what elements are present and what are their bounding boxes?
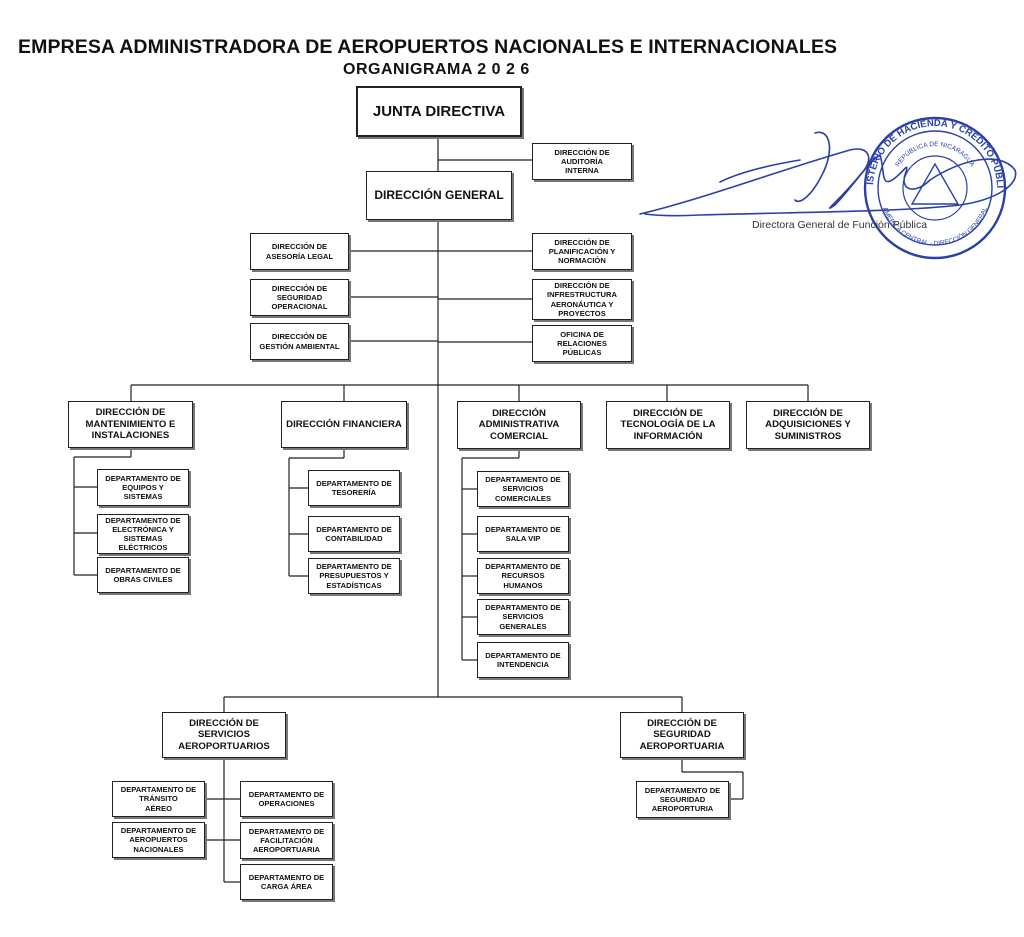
signature-loop-stroke — [719, 131, 831, 202]
box-direccion-general: DIRECCIÓN GENERAL — [366, 171, 512, 220]
box-depto-recursos-humanos: DEPARTAMENTO DE RECURSOS HUMANOS — [477, 558, 569, 594]
seal-inner-ring — [877, 130, 993, 246]
box-direccion-financiera: DIRECCIÓN FINANCIERA — [281, 401, 407, 448]
box-depto-aeropuertos-nacionales: DEPARTAMENTO DE AEROPUERTOS NACIONALES — [112, 822, 205, 858]
box-depto-servicios-generales: DEPARTAMENTO DE SERVICIOS GENERALES — [477, 599, 569, 635]
box-direccion-mantenimiento: DIRECCIÓN DE MANTENIMIENTO E INSTALACION… — [68, 401, 193, 448]
box-direccion-infraestructura: DIRECCIÓN DE INFRESTRUCTURA AERONÁUTICA … — [532, 279, 632, 320]
chart-title: EMPRESA ADMINISTRADORA DE AEROPUERTOS NA… — [18, 36, 838, 58]
box-direccion-seguridad-aeroportuaria: DIRECCIÓN DE SEGURIDAD AEROPORTUARIA — [620, 712, 744, 758]
seal-top-text: MINISTERIO DE HACIENDA Y CRÉDITO PÚBLICO — [0, 0, 1005, 188]
signature-caption: Directora General de Función Pública — [752, 219, 928, 231]
box-depto-transito-aereo: DEPARTAMENTO DE TRÁNSITO AÉREO — [112, 781, 205, 817]
signature-seal-graphic: MINISTERIO DE HACIENDA Y CRÉDITO PÚBLICO… — [0, 0, 1017, 260]
box-depto-carga-aerea: DEPARTAMENTO DE CARGA ÁREA — [240, 864, 333, 900]
box-direccion-adquisiciones: DIRECCIÓN DE ADQUISICIONES Y SUMINISTROS — [746, 401, 870, 449]
handwritten-signature-stroke — [639, 148, 1017, 217]
box-depto-intendencia: DEPARTAMENTO DE INTENDENCIA — [477, 642, 569, 678]
chart-subtitle: ORGANIGRAMA 2 0 2 6 — [343, 61, 530, 78]
seal-triangle — [910, 162, 960, 205]
box-direccion-gestion-ambiental: DIRECCIÓN DE GESTIÓN AMBIENTAL — [250, 323, 349, 360]
box-depto-servicios-comerciales: DEPARTAMENTO DE SERVICIOS COMERCIALES — [477, 471, 569, 507]
box-depto-facilitacion: DEPARTAMENTO DE FACILITACIÓN AEROPORTUAR… — [240, 822, 333, 859]
box-direccion-tecnologia: DIRECCIÓN DE TECNOLOGÍA DE LA INFORMACIÓ… — [606, 401, 730, 449]
box-depto-sala-vip: DEPARTAMENTO DE SALA VIP — [477, 516, 569, 552]
box-depto-operaciones: DEPARTAMENTO DE OPERACIONES — [240, 781, 333, 817]
box-direccion-asesoria-legal: DIRECCIÓN DE ASESORÍA LEGAL — [250, 233, 349, 270]
box-oficina-relaciones-publicas: OFICINA DE RELACIONES PÚBLICAS — [532, 325, 632, 362]
box-direccion-auditoria-interna: DIRECCIÓN DE AUDITORÍA INTERNA — [532, 143, 632, 180]
seal-center-ring — [902, 155, 968, 221]
box-direccion-servicios-aeroportuarios: DIRECCIÓN DE SERVICIOS AEROPORTUARIOS — [162, 712, 286, 758]
box-depto-tesoreria: DEPARTAMENTO DE TESORERÍA — [308, 470, 400, 506]
box-depto-seguridad-aeroportuaria: DEPARTAMENTO DE SEGURIDAD AEROPORTURIA — [636, 781, 729, 818]
box-direccion-administrativa-comercial: DIRECCIÓN ADMINISTRATIVA COMERCIAL — [457, 401, 581, 449]
box-direccion-planificacion: DIRECCIÓN DE PLANIFICACIÓN Y NORMACIÓN — [532, 233, 632, 270]
box-direccion-seguridad-operacional: DIRECCIÓN DE SEGURIDAD OPERACIONAL — [250, 279, 349, 316]
box-depto-obras-civiles: DEPARTAMENTO DE OBRAS CIVILES — [97, 557, 189, 593]
box-depto-electronica: DEPARTAMENTO DE ELECTRÓNICA Y SISTEMAS E… — [97, 514, 189, 554]
box-depto-equipos-sistemas: DEPARTAMENTO DE EQUIPOS Y SISTEMAS — [97, 469, 189, 506]
box-junta-directiva: JUNTA DIRECTIVA — [356, 86, 522, 137]
box-depto-contabilidad: DEPARTAMENTO DE CONTABILIDAD — [308, 516, 400, 552]
seal-outer-ring — [863, 116, 1007, 260]
box-depto-presupuestos: DEPARTAMENTO DE PRESUPUESTOS Y ESTADÍSTI… — [308, 558, 400, 594]
